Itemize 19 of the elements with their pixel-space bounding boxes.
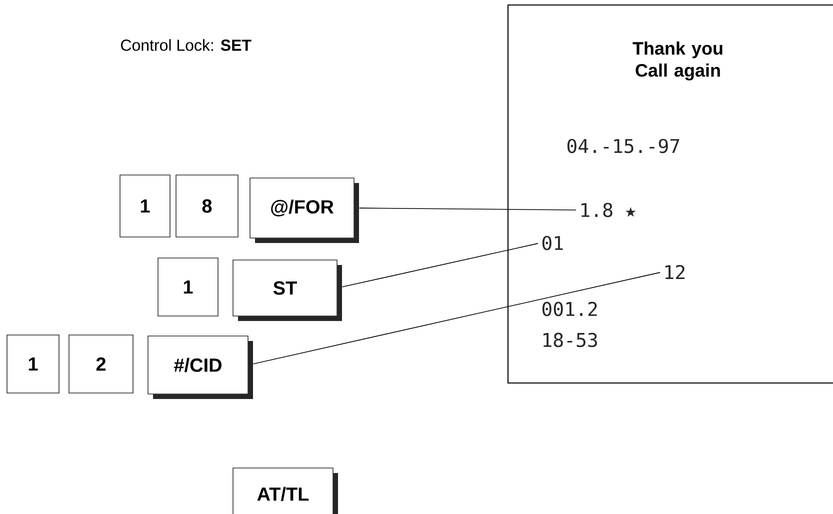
number-key: 1 bbox=[158, 258, 218, 316]
number-key: 1 bbox=[120, 174, 170, 238]
mode-label: Control Lock: SET bbox=[121, 39, 252, 51]
leader-line bbox=[252, 272, 660, 364]
number-key: 2 bbox=[68, 334, 134, 394]
function-key: #/CID bbox=[148, 336, 253, 399]
function-key: @/FOR bbox=[250, 178, 359, 243]
receipt-line: 001.2 bbox=[542, 302, 597, 316]
receipt-line: 01 bbox=[542, 236, 563, 250]
leader-line bbox=[359, 208, 576, 210]
function-key: AT/TL bbox=[232, 468, 338, 514]
receipt-line: 18-53 bbox=[543, 332, 597, 348]
function-key: ST bbox=[232, 260, 342, 321]
receipt-line: 12 bbox=[665, 264, 684, 280]
receipt-line: 1.8 ★ bbox=[581, 202, 636, 218]
leader-line bbox=[342, 243, 538, 288]
number-key: 1 bbox=[6, 334, 60, 394]
number-key: 8 bbox=[176, 174, 238, 238]
receipt-line: 04.-15.-97 bbox=[567, 138, 680, 154]
